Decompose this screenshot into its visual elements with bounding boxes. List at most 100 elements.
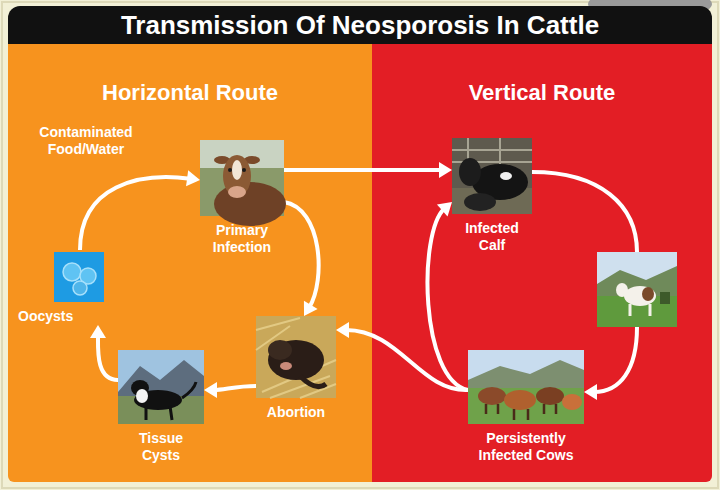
photo-detail <box>642 287 654 301</box>
connector <box>90 325 118 380</box>
photo-detail <box>504 390 536 410</box>
stage-node: Tissue Cysts <box>118 350 204 464</box>
stage-label: Primary Infection <box>200 222 284 256</box>
arrowhead <box>204 382 217 398</box>
photo-detail <box>118 350 204 424</box>
stage-label: Abortion <box>256 404 336 421</box>
photo-detail <box>562 394 582 410</box>
photo-detail <box>452 138 532 176</box>
connector <box>427 202 468 390</box>
connector-line <box>532 172 637 392</box>
photo-detail <box>268 340 324 380</box>
photo-detail <box>131 380 149 396</box>
photo-detail <box>452 138 532 214</box>
photo-detail <box>118 396 204 424</box>
panel-heading: Horizontal Route <box>8 44 372 106</box>
stage-label: Oocysts <box>18 308 108 325</box>
stage-node: Abortion <box>256 316 336 421</box>
arrowhead <box>186 170 200 186</box>
photo-frame <box>200 140 284 216</box>
connector-line <box>284 202 319 307</box>
herd-photo <box>468 350 584 424</box>
oocyst-image <box>54 252 104 302</box>
photo-detail <box>242 168 246 172</box>
aborted-calf-photo <box>256 316 336 398</box>
stage-label: Infected Calf <box>460 220 524 254</box>
photo-detail <box>256 318 336 398</box>
stage-label: Persistently Infected Cows <box>468 430 584 464</box>
stage-label: Tissue Cysts <box>129 430 193 464</box>
photo-detail <box>54 252 104 302</box>
photo-frame <box>452 138 532 214</box>
arrowhead <box>336 322 349 338</box>
photo-frame <box>118 350 204 424</box>
photo-detail <box>478 387 506 405</box>
photo-detail <box>136 389 148 403</box>
photo-detail <box>228 186 246 198</box>
connector-line <box>80 177 190 250</box>
stage-node: Persistently Infected Cows <box>468 350 584 464</box>
photo-detail <box>223 155 251 197</box>
connector <box>532 172 637 400</box>
photo-detail <box>214 156 230 164</box>
stage-node: Primary Infection <box>200 140 284 256</box>
photo-detail <box>486 404 556 420</box>
calf-photo <box>452 138 532 214</box>
photo-detail <box>468 388 584 424</box>
photo-detail <box>459 158 481 186</box>
photo-detail <box>146 382 196 420</box>
photo-detail <box>134 390 182 410</box>
title-bar: Transmission Of Neosporosis In Cattle <box>8 6 712 44</box>
connector <box>284 202 319 316</box>
photo-detail <box>300 376 326 387</box>
photo-detail <box>464 193 496 211</box>
photo-detail <box>73 281 87 295</box>
photo-detail <box>536 387 564 405</box>
arrowhead <box>437 202 452 217</box>
photo-detail <box>468 360 584 392</box>
stage-node: Oocysts <box>18 250 108 325</box>
photo-detail <box>597 252 677 327</box>
photo-detail <box>468 350 584 424</box>
cow-field-photo <box>597 252 677 327</box>
photo-detail <box>280 362 292 370</box>
stage-node: Infected Calf <box>452 138 532 254</box>
photo-detail <box>214 182 286 226</box>
photo-detail <box>232 160 242 180</box>
photo-frame <box>18 250 108 302</box>
connector-line <box>214 386 256 390</box>
edge-label: Contaminated Food/Water <box>30 124 142 158</box>
connector <box>284 162 452 178</box>
photo-detail <box>256 316 336 398</box>
photo-frame <box>468 350 584 424</box>
photo-detail <box>630 304 650 316</box>
photo-detail <box>228 168 232 172</box>
photo-frame <box>256 316 336 398</box>
connector-line <box>346 330 468 390</box>
route-panel: Horizontal RoutePrimary InfectionAbortio… <box>8 44 372 482</box>
photo-detail <box>597 266 677 300</box>
connector-line <box>284 168 442 172</box>
arrowhead <box>584 384 597 400</box>
title: Transmission Of Neosporosis In Cattle <box>8 6 712 44</box>
photo-detail <box>80 268 96 284</box>
route-panel: Vertical RouteInfected CalfPersistently … <box>372 44 712 482</box>
photo-detail <box>597 296 677 327</box>
arrowhead <box>90 325 106 338</box>
photo-detail <box>268 340 292 360</box>
connector-line <box>98 335 118 380</box>
connector-line <box>427 209 468 390</box>
connector <box>80 170 200 250</box>
photo-detail <box>200 140 284 168</box>
photo-detail <box>118 360 204 400</box>
panel-heading: Vertical Route <box>372 44 712 106</box>
photo-detail <box>452 188 532 214</box>
photo-detail <box>616 283 628 297</box>
arrowhead <box>439 162 452 178</box>
